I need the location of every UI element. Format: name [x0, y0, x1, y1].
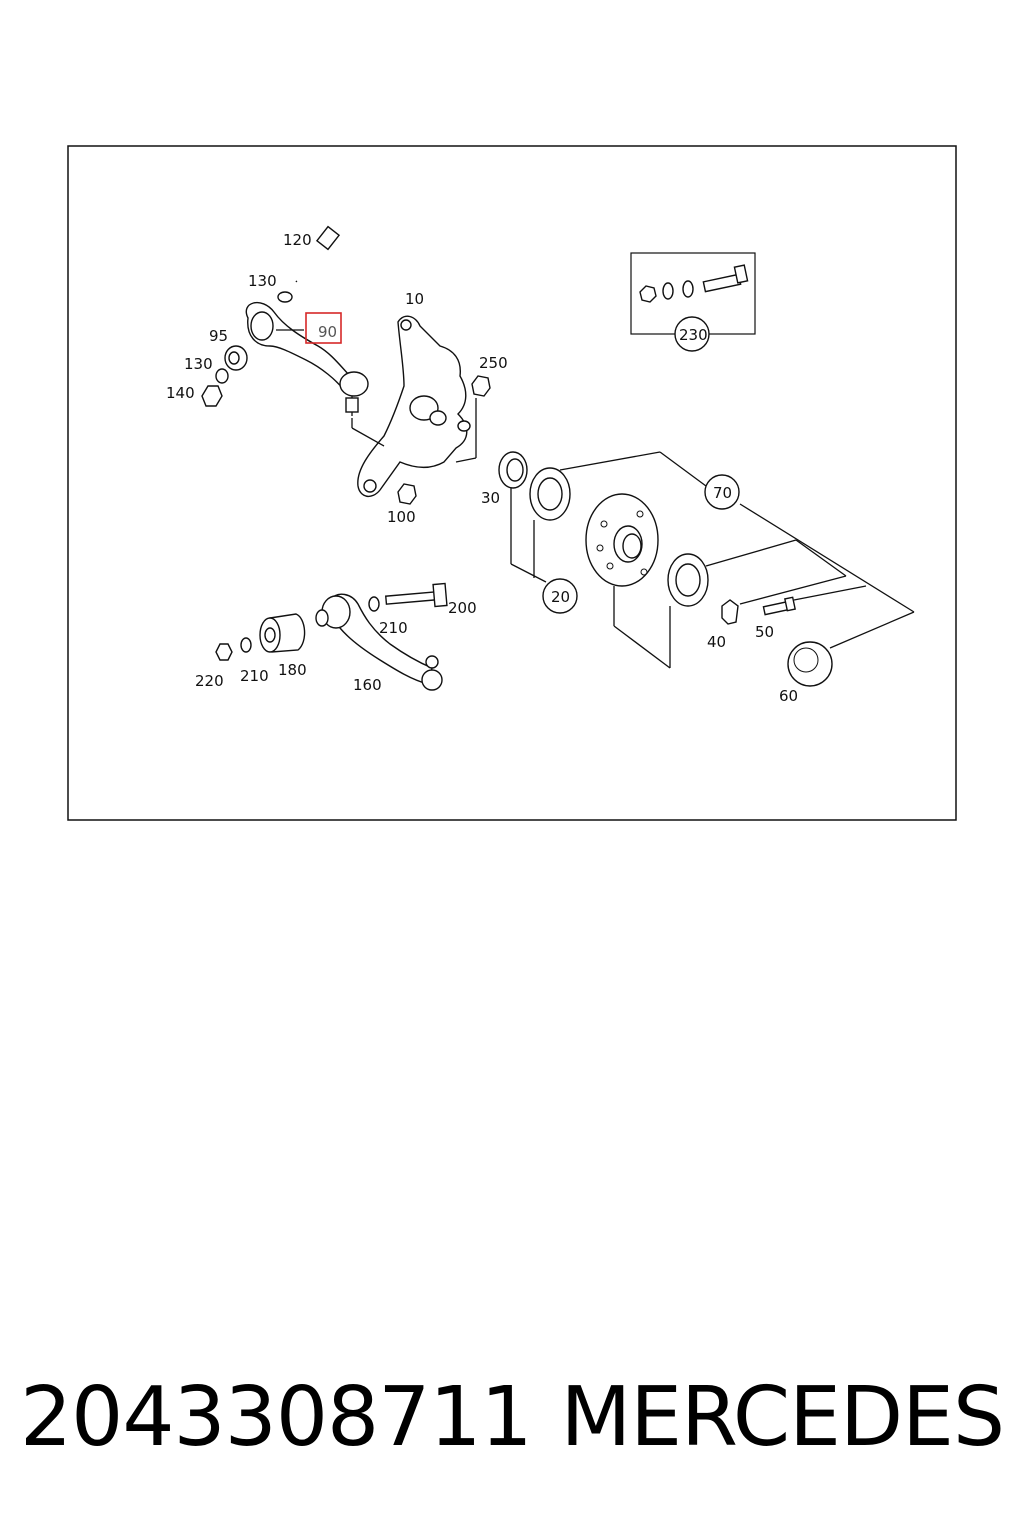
- seal-30: [498, 451, 528, 489]
- callout-label-200: 200: [448, 599, 477, 617]
- nut-140: [201, 385, 223, 407]
- washer-210-lower: [240, 637, 252, 653]
- brand-name: MERCEDES: [560, 1370, 1005, 1465]
- washer-130-top: [277, 291, 293, 303]
- callout-label-230: 230: [679, 326, 708, 344]
- callout-label-20: 20: [551, 588, 570, 606]
- clamp-40: [721, 599, 739, 625]
- callout-label-210-lower: 210: [240, 667, 269, 685]
- callout-label-70: 70: [713, 484, 732, 502]
- part-number: 2043308711: [20, 1370, 533, 1465]
- nut-250: [471, 375, 491, 397]
- wheel-hub: [585, 493, 659, 587]
- callout-label-100: 100: [387, 508, 416, 526]
- callout-circle-70: [704, 474, 740, 510]
- callout-circle-20: [542, 578, 578, 614]
- callout-label-30: 30: [481, 489, 500, 507]
- diagram-frame: [67, 145, 957, 821]
- bushing-95: [224, 345, 248, 371]
- callout-circle-230: [674, 316, 710, 352]
- bolt-120: [295, 225, 341, 283]
- cap-60: [787, 641, 833, 687]
- nut-220: [215, 643, 233, 661]
- callout-label-130-top: 130: [248, 272, 277, 290]
- bolt-kit-230: [639, 264, 749, 303]
- bolt-200: [384, 582, 448, 608]
- callout-label-120: 120: [283, 231, 312, 249]
- leader-lines: [276, 318, 915, 669]
- footer-caption: 2043308711 MERCEDES: [20, 1370, 1005, 1470]
- knuckle-10: [357, 315, 471, 497]
- bearing-left: [529, 467, 571, 521]
- callout-label-180: 180: [278, 661, 307, 679]
- callout-label-250: 250: [479, 354, 508, 372]
- callout-label-10: 10: [405, 290, 424, 308]
- callout-label-90[interactable]: 90: [318, 323, 337, 341]
- bearing-right: [667, 553, 709, 607]
- lower-arm-160: [315, 593, 443, 691]
- bolt-50: [762, 596, 796, 616]
- nut-100: [397, 483, 417, 505]
- callout-label-220: 220: [195, 672, 224, 690]
- callout-label-140: 140: [166, 384, 195, 402]
- bushing-180: [259, 613, 306, 653]
- callout-label-50: 50: [755, 623, 774, 641]
- washer-130-bottom: [215, 368, 229, 384]
- callout-label-95: 95: [209, 327, 228, 345]
- callout-label-210-upper: 210: [379, 619, 408, 637]
- callout-label-40: 40: [707, 633, 726, 651]
- callout-label-160: 160: [353, 676, 382, 694]
- control-arm-90: [245, 301, 369, 416]
- callout-label-60: 60: [779, 687, 798, 705]
- washer-210-upper: [368, 596, 380, 612]
- highlight-box-90[interactable]: [305, 312, 342, 344]
- callout-label-130-bottom: 130: [184, 355, 213, 373]
